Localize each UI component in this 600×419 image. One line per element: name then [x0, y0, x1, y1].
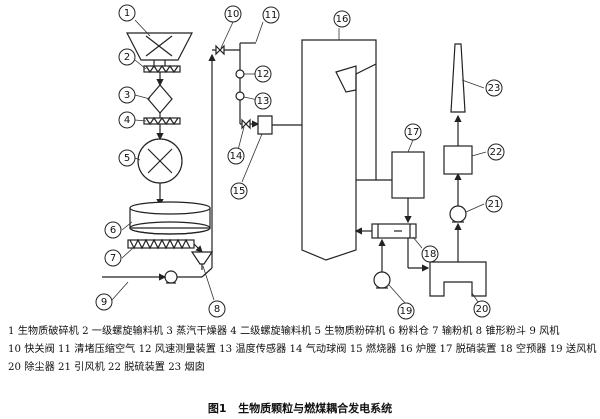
ball-valve-symbol	[241, 118, 251, 130]
callout-23: 23	[485, 79, 503, 97]
callout-number: 5	[124, 153, 130, 164]
denitrification-unit	[391, 151, 425, 224]
callout-number: 18	[424, 249, 437, 260]
callout-13: 13	[254, 92, 272, 110]
callout-number: 3	[124, 90, 130, 101]
forced-draft-fan	[373, 238, 391, 289]
callout-number: 19	[400, 306, 413, 317]
callout-number: 9	[101, 297, 107, 308]
callout-number: 12	[257, 69, 270, 80]
callout-number: 11	[265, 10, 278, 21]
callout-3: 3	[118, 86, 136, 104]
callout-number: 21	[488, 199, 501, 210]
callout-number: 10	[227, 9, 240, 20]
air-preheater	[354, 223, 430, 272]
callout-11: 11	[262, 6, 280, 24]
callout-9: 9	[95, 293, 113, 311]
callout-2: 2	[118, 48, 136, 66]
legend: 1 生物质破碎机 2 一级螺旋输料机 3 蒸汽干燥器 4 二级螺旋输料机 5 生…	[8, 323, 596, 377]
callout-number: 20	[476, 304, 489, 315]
caption-title: 生物质颗粒与燃煤耦合发电系统	[238, 402, 393, 415]
callout-number: 17	[407, 127, 420, 138]
callout-number: 2	[124, 52, 130, 63]
callout-number: 8	[214, 304, 220, 315]
legend-line-2: 10 快关阀 11 清堵压缩空气 12 风速测量装置 13 温度传感器 14 气…	[8, 344, 597, 355]
callout-21: 21	[485, 195, 503, 213]
callout-10: 10	[224, 5, 242, 23]
callout-number: 4	[124, 115, 130, 126]
callout-19: 19	[397, 302, 415, 320]
figure-caption: 图1 生物质颗粒与燃煤耦合发电系统	[0, 400, 600, 416]
fan	[102, 53, 216, 284]
callout-number: 13	[257, 96, 270, 107]
dust-collector	[429, 232, 487, 297]
callout-16: 16	[333, 10, 351, 28]
callout-18: 18	[421, 245, 439, 263]
callout-number: 22	[490, 147, 503, 158]
furnace	[301, 39, 392, 261]
burner	[257, 115, 273, 135]
callout-5: 5	[118, 149, 136, 167]
legend-line-3: 20 除尘器 21 引风机 22 脱硫装置 23 烟囱	[8, 362, 205, 373]
biomass-crusher	[126, 32, 193, 66]
quick-shut-valve-symbol	[215, 44, 225, 56]
powder-conveyor	[127, 238, 203, 253]
callout-number: 1	[124, 8, 130, 19]
caption-label: 图1	[207, 402, 227, 415]
primary-screw-conveyor	[143, 64, 181, 87]
callout-17: 17	[404, 123, 422, 141]
secondary-screw-conveyor	[143, 116, 181, 141]
callout-4: 4	[118, 111, 136, 129]
callout-22: 22	[487, 143, 505, 161]
biomass-pulverizer	[137, 138, 183, 207]
callout-number: 7	[110, 253, 116, 264]
callout-number: 23	[488, 83, 501, 94]
legend-line-1: 1 生物质破碎机 2 一级螺旋输料机 3 蒸汽干燥器 4 二级螺旋输料机 5 生…	[8, 326, 560, 337]
callout-number: 14	[230, 151, 243, 162]
induced-draft-fan	[449, 172, 467, 232]
callout-number: 16	[336, 14, 349, 25]
desulfurization-unit	[443, 114, 473, 175]
burner-feed-pipe	[212, 42, 260, 130]
callout-8: 8	[208, 300, 226, 318]
callout-14: 14	[227, 147, 245, 165]
callout-7: 7	[104, 249, 122, 267]
powder-silo	[129, 201, 211, 235]
conical-hopper	[190, 251, 214, 270]
callout-number: 15	[233, 186, 246, 197]
callout-1: 1	[118, 4, 136, 22]
callout-12: 12	[254, 65, 272, 83]
chimney	[450, 43, 466, 113]
callout-15: 15	[230, 182, 248, 200]
steam-dryer	[147, 84, 173, 118]
callout-6: 6	[104, 221, 122, 239]
callout-20: 20	[473, 300, 491, 318]
callout-number: 6	[110, 225, 116, 236]
